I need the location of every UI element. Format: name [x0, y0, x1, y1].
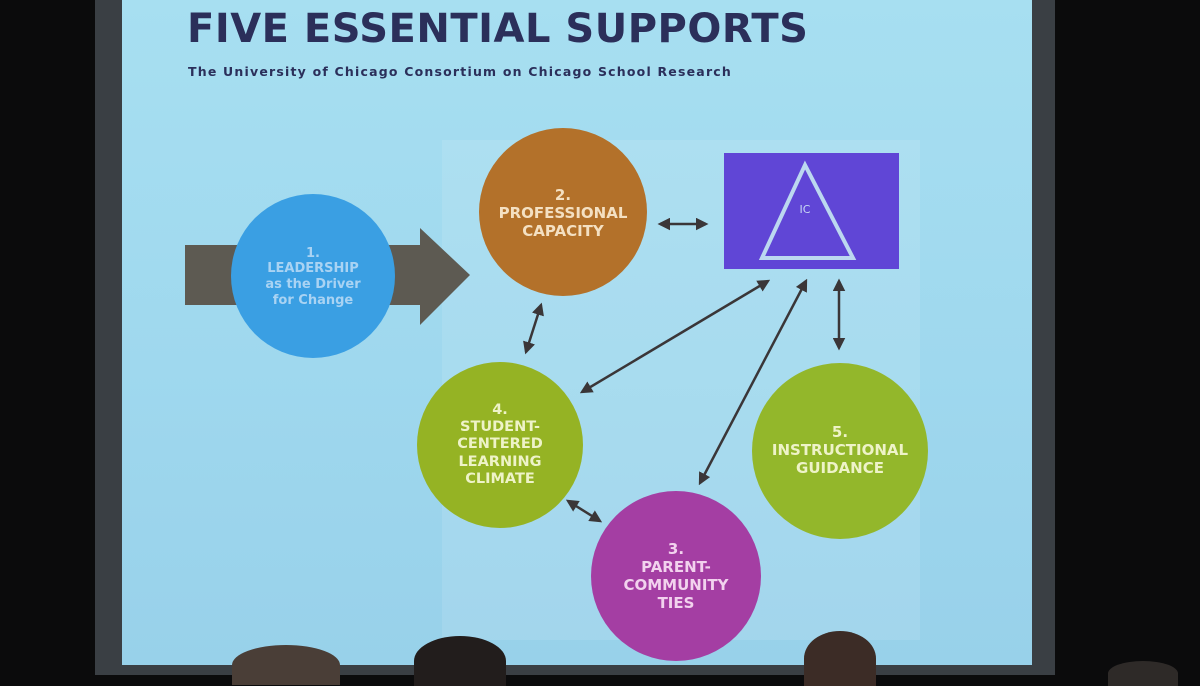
audience-head-3 [804, 631, 876, 686]
connector-ic-community [698, 278, 808, 486]
parent-community-ties-line-3: TIES [657, 594, 695, 612]
professional-capacity-circle [479, 128, 647, 296]
slide-title: FIVE ESSENTIAL SUPPORTS [187, 6, 809, 52]
instructional-guidance-label: 5. INSTRUCTIONAL GUIDANCE [755, 400, 925, 500]
instructional-guidance-line-2: GUIDANCE [796, 459, 884, 477]
audience-head-2 [414, 636, 506, 686]
parent-community-ties-line-2: COMMUNITY [623, 576, 729, 594]
connector-ic-climate [579, 279, 771, 394]
instructional-guidance-line-1: INSTRUCTIONAL [771, 441, 909, 459]
professional-capacity-label: 2. PROFESSIONAL CAPACITY [483, 168, 643, 258]
ic-triangle [758, 160, 857, 260]
student-centered-learning-climate-label: 4. STUDENT- CENTERED LEARNING CLIMATE [430, 380, 570, 510]
professional-capacity-number: 2. [554, 186, 572, 204]
professional-capacity-line-1: PROFESSIONAL [498, 204, 628, 222]
instructional-guidance-number: 5. [831, 423, 849, 441]
leadership-line-2: as the Driver [265, 277, 361, 292]
ic-label: IC [799, 203, 811, 217]
leadership-label: 1. LEADERSHIP as the Driver for Change [243, 222, 383, 332]
audience-head-4 [1108, 661, 1178, 686]
slide-subtitle: The University of Chicago Consortium on … [188, 64, 733, 79]
student-centered-line-4: CLIMATE [465, 471, 535, 488]
ic-box [724, 153, 899, 269]
leadership-line-1: LEADERSHIP [267, 261, 359, 277]
leadership-number: 1. [306, 245, 320, 261]
leadership-circle [231, 194, 395, 358]
parent-community-ties-line-1: PARENT- [641, 558, 711, 576]
student-centered-line-3: LEARNING [458, 453, 542, 470]
leadership-line-3: for Change [272, 292, 354, 308]
student-centered-line-1: STUDENT- [460, 418, 540, 435]
connector-capacity-climate [523, 302, 544, 355]
parent-community-ties-circle [591, 491, 761, 661]
connector-climate-community [565, 499, 603, 523]
parent-community-ties-label: 3. PARENT- COMMUNITY TIES [601, 520, 751, 632]
student-centered-line-2: CENTERED [457, 436, 543, 453]
student-centered-number: 4. [492, 401, 508, 418]
professional-capacity-line-2: CAPACITY [522, 222, 604, 240]
parent-community-ties-number: 3. [667, 540, 685, 558]
student-centered-learning-climate-circle [417, 362, 583, 528]
audience-head-1 [232, 645, 340, 685]
